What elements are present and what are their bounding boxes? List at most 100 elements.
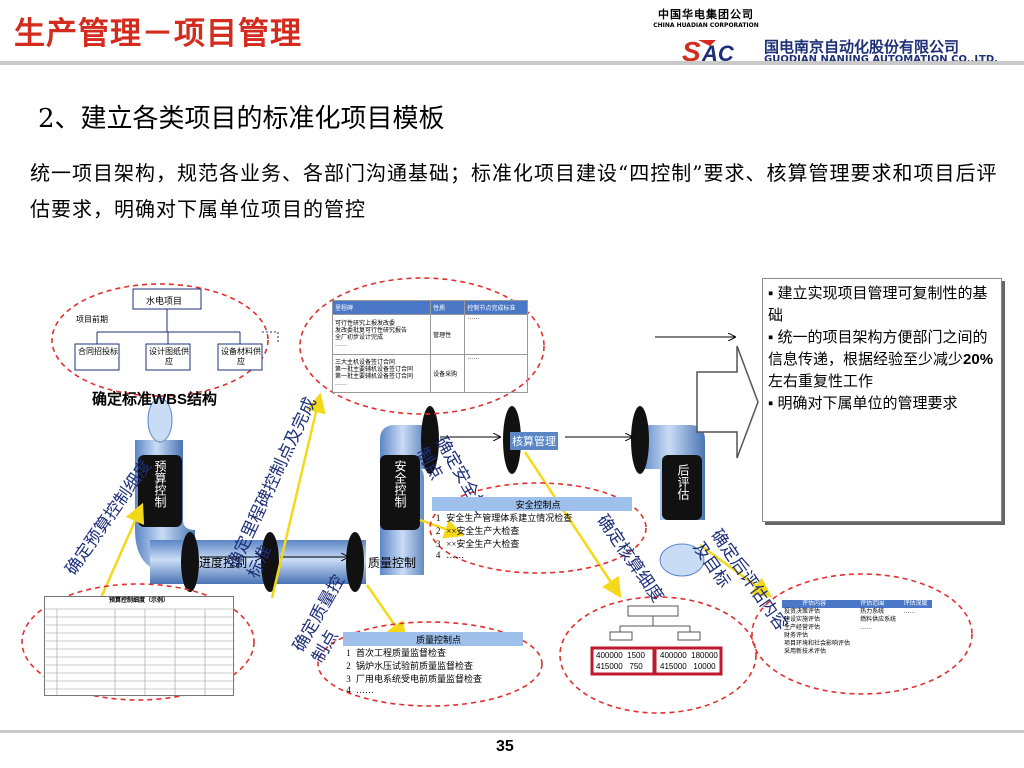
sac-logo: S AC 国电南京自动化股份有限公司 GUODIAN NANJING AUTOM… xyxy=(680,36,1020,66)
safety-control-label: 安全控制 xyxy=(393,460,407,508)
acc-r1-a: 400000 xyxy=(660,651,687,660)
eval-header-2: 评估范围 xyxy=(860,601,885,607)
safety-row-3: ××安全生产大检查 xyxy=(446,539,520,549)
footer-divider xyxy=(0,730,1024,733)
milestone-table: 里程碑 性质 控制节点完成标准 可行性研究上报发改委 发改委批复可行性研究报告 … xyxy=(331,300,528,393)
safety-idx-4: 4 xyxy=(435,550,441,560)
eval-r6c1: 采用新技术评估 xyxy=(784,649,827,655)
safety-idx-1: 1 xyxy=(435,512,441,523)
budget-table-title: 预算控制细度（示例） xyxy=(108,598,169,604)
eval-r1c3: …… xyxy=(903,609,916,615)
svg-text:S: S xyxy=(682,36,701,66)
wbs-highlight xyxy=(51,283,269,397)
wbs-phase: 项目前期 xyxy=(76,315,108,324)
acc-l1-a: 400000 xyxy=(596,651,623,660)
milestone-header-3: 控制节点完成标准 xyxy=(464,300,528,315)
header-divider xyxy=(0,61,1024,65)
eval-highlight xyxy=(751,573,973,695)
accounting-highlight xyxy=(559,596,757,714)
milestone-row-2-type: 设备采购 xyxy=(430,354,466,393)
accounting-tree xyxy=(590,605,723,676)
acc-l1-b: 1500 xyxy=(627,651,645,660)
benefit-item-2: ▪ 统一的项目架构方便部门之间的信息传递，根据经验至少减少20%左右重复性工作 xyxy=(768,329,994,390)
progress-pipe xyxy=(196,540,266,584)
safety-row-1: 安全生产管理体系建立情况检查 xyxy=(446,513,573,523)
safety-row-4: …… xyxy=(446,550,465,560)
quality-row-3: 厂用电系统受电前质量监督检查 xyxy=(356,674,483,684)
safety-idx-3: 3 xyxy=(435,538,441,549)
acc-l2-b: 750 xyxy=(629,662,643,671)
logo-top-cn: 中国华电集团公司 xyxy=(658,8,754,21)
benefit-highlight: 20% xyxy=(963,351,994,368)
acc-r2-b: 10000 xyxy=(693,662,716,671)
safety-header: 安全控制点 xyxy=(515,499,561,510)
post-eval-label: 后评估 xyxy=(676,464,690,500)
benefit-item-3: ▪ 明确对下属单位的管理要求 xyxy=(768,395,958,412)
section-subtitle: 2、建立各类项目的标准化项目模板 xyxy=(38,104,445,134)
eval-header-1: 评估内容 xyxy=(802,601,827,607)
milestone-row-1-type: 管理性 xyxy=(430,314,466,355)
wbs-child-contract: 合同招投标 xyxy=(78,347,118,356)
eval-r5c1: 项目环境和社会影响评估 xyxy=(784,641,851,647)
quality-header: 质量控制点 xyxy=(416,634,462,645)
eval-r2c1: 建设实施评估 xyxy=(784,617,821,623)
milestone-header-1: 里程碑 xyxy=(331,300,432,315)
milestone-row-2-std: …… xyxy=(464,354,528,393)
budget-table-grid xyxy=(45,608,235,695)
milestone-row-1-std: …… xyxy=(464,314,528,355)
eval-table: 评估内容 评估范围 评估深度 投资决策评估 热力系统 …… 建设实施评估 燃料供应系统… xyxy=(782,600,932,656)
budget-highlight xyxy=(21,583,255,701)
quality-row-1: 首次工程质量监督检查 xyxy=(356,648,447,658)
benefit-text-3: 明确对下属单位的管理要求 xyxy=(777,395,958,412)
eval-r3c1: 生产经营评估 xyxy=(784,625,821,631)
lead-paragraph: 统一项目架构，规范各业务、各部门沟通基础；标准化项目建设“四控制”要求、核算管理… xyxy=(30,161,998,221)
acc-r2-a: 415000 xyxy=(660,662,687,671)
wbs-root: 水电项目 xyxy=(146,296,183,306)
huadian-logo: 中国华电集团公司 CHINA HUADIAN CORPORATION xyxy=(650,6,762,29)
eval-r2c2: 燃料供应系统 xyxy=(860,617,897,623)
benefits-box: ▪ 建立实现项目管理可复制性的基础 ▪ 统一的项目架构方便部门之间的信息传递，根… xyxy=(762,278,1002,522)
safety-idx-2: 2 xyxy=(435,525,441,536)
acc-l2-a: 415000 xyxy=(596,662,623,671)
milestone-header-2: 性质 xyxy=(430,300,466,315)
eval-r4c1: 财务评估 xyxy=(784,633,809,639)
budget-control-label: 预算控制 xyxy=(153,460,167,508)
quality-highlight xyxy=(317,621,543,707)
big-right-arrow-icon xyxy=(696,345,759,459)
safety-pipe xyxy=(380,425,430,575)
wbs-child-equipment: 设备材料供应 xyxy=(221,347,261,366)
logo-top-en: CHINA HUADIAN CORPORATION xyxy=(653,22,759,29)
quality-idx-4: 4 xyxy=(346,685,351,695)
quality-control-label: 质量控制 xyxy=(368,556,417,570)
post-eval-pipe xyxy=(640,425,705,577)
acc-r1-b: 180000 xyxy=(691,651,718,660)
milestone-highlight xyxy=(299,277,545,415)
safety-highlight xyxy=(429,482,647,574)
wbs-child-design: 设计图纸供应 xyxy=(149,347,189,366)
safety-row-2: ××安全生产大检查 xyxy=(446,526,520,536)
eval-r1c1: 投资决策评估 xyxy=(784,609,821,615)
eval-r3c2: …… xyxy=(860,625,873,631)
page-number: 35 xyxy=(496,738,514,755)
progress-control-label: 进度控制 xyxy=(199,556,248,570)
quality-row-4: …… xyxy=(356,685,375,695)
budget-table: 预算控制细度（示例） xyxy=(44,596,235,696)
benefit-item-1: ▪ 建立实现项目管理可复制性的基础 xyxy=(768,285,988,324)
wbs-tree xyxy=(74,288,279,371)
eval-header-3: 评估深度 xyxy=(903,601,928,607)
logo-cn: 国电南京自动化股份有限公司 xyxy=(764,38,960,56)
accounting-label: 核算管理 xyxy=(510,432,558,450)
quality-table: 质量控制点 1 首次工程质量监督检查 2 锅炉水压试验前质量监督检查 3 厂用电系统受… xyxy=(343,632,523,695)
quality-row-2: 锅炉水压试验前质量监督检查 xyxy=(356,661,474,671)
benefit-text-2: 统一的项目架构方便部门之间的信息传递，根据经验至少减少20%左右重复性工作 xyxy=(768,329,994,390)
milestone-row-2-name: 三大主机设备签订合同 第一批主要辅机设备签订合同 第一批主要辅机设备签订合同 …… xyxy=(331,354,432,393)
quality-idx-3: 3 xyxy=(346,673,351,684)
eval-r1c2: 热力系统 xyxy=(860,609,885,615)
logo-en: GUODIAN NANJING AUTOMATION CO.,LTD. xyxy=(764,54,998,65)
milestone-row-1-name: 可行性研究上报发改委 发改委批复可行性研究报告 全厂初步设计完成 …… xyxy=(331,314,432,355)
page-title: 生产管理－项目管理 xyxy=(14,16,302,52)
benefit-text-1: 建立实现项目管理可复制性的基础 xyxy=(768,285,988,324)
quality-idx-1: 1 xyxy=(346,647,351,658)
quality-idx-2: 2 xyxy=(346,660,351,671)
